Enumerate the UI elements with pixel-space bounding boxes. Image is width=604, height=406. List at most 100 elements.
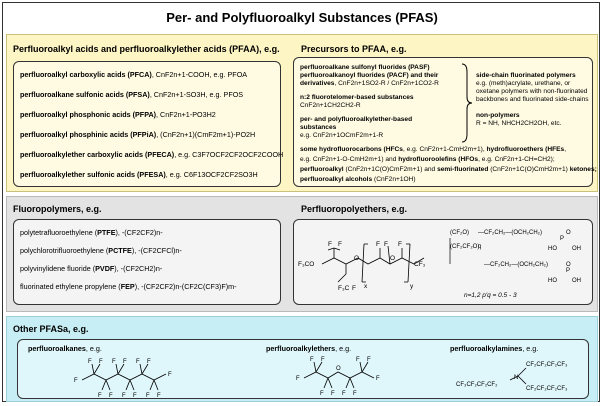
perfluoroalkylamine-structure: CF₂CF₂CF₂CF₃ N CF₃CF₂CF₂CF₂ CF₂CF₂CF₂CF₃ xyxy=(456,362,568,392)
fluoropolymers-heading: Fluoropolymers, e.g. xyxy=(13,204,102,214)
svg-text:CF₂CF₂CF₂CF₃: CF₂CF₂CF₂CF₃ xyxy=(526,386,568,392)
svg-text:O: O xyxy=(336,366,341,372)
svg-text:(CF₂O): (CF₂O) xyxy=(450,230,469,236)
other-pfas-box: perfluoroalkanes, e.g. perfluoroalkyleth… xyxy=(17,339,589,399)
svg-text:F: F xyxy=(321,357,325,363)
svg-text:F: F xyxy=(109,393,113,398)
svg-text:O: O xyxy=(566,230,571,236)
perfluoroalkanes-label: perfluoroalkanes, e.g. xyxy=(28,344,102,353)
side-chain-text-3: backbones and fluorinated side-chains xyxy=(476,96,589,103)
non-polymers-text: R = NH, NHCH2CH2OH, etc. xyxy=(476,120,562,127)
svg-text:F: F xyxy=(352,285,356,292)
curly-brace-icon xyxy=(461,63,473,143)
pfaa-item-pfesa: perfluoroalkylether sulfonic acids (PFES… xyxy=(20,170,258,179)
pfaa-item-pfpa: perfluoroalkyl phosphonic acids (PFPA), … xyxy=(20,110,216,119)
svg-text:F: F xyxy=(146,393,150,398)
fluoropolymer-ptfe: polytetrafluoroethylene (PTFE), -(CF2CF2… xyxy=(20,228,163,237)
precursor-ether-2: substances xyxy=(300,124,337,131)
page-title: Per- and Polyfluoroalkyl Substances (PFA… xyxy=(166,10,438,25)
pfaa-item-pfpia: perfluoroalkyl phosphinic acids (PFPiA),… xyxy=(20,130,256,139)
other-pfas-heading: Other PFASa, e.g. xyxy=(13,324,89,334)
svg-text:HO: HO xyxy=(548,278,557,284)
svg-text:P: P xyxy=(566,268,570,274)
svg-text:F: F xyxy=(147,359,151,365)
pfaa-item-pfsa: perfluoroalkane sulfonic acids (PFSA), C… xyxy=(20,90,244,99)
perfluoroalkylether-structure: F F F F O F F F F F F xyxy=(296,357,380,397)
precursor-ftb: n:2 fluorotelomer-based substances xyxy=(300,94,414,101)
fluoropolymer-band: Fluoropolymers, e.g. Perfluoropolyethers… xyxy=(6,196,598,312)
pfaa-box: perfluoroalkyl carboxylic acids (PFCA), … xyxy=(13,61,284,187)
precursor-ether-formula: e.g. CnF2n+1OCmF2m+1-R xyxy=(300,132,384,139)
precursor-line-hfo: e.g. CnF2n+1-O-CmH2m+1) and hydrofluoroo… xyxy=(300,156,555,163)
svg-text:(CF₂CF₂O): (CF₂CF₂O) xyxy=(450,244,479,250)
svg-text:N: N xyxy=(514,375,518,381)
svg-text:F: F xyxy=(112,359,116,365)
svg-text:F: F xyxy=(376,241,380,248)
side-chain-text-1: e.g. (meth)acrylate, urethane, or xyxy=(476,80,571,87)
svg-text:CF₂CF₂CF₂CF₃: CF₂CF₂CF₂CF₃ xyxy=(526,362,568,368)
pfaa-item-pfeca: perfluoroalkylether carboxylic acids (PF… xyxy=(20,150,284,159)
perfluoroalkylamines-label: perfluoroalkylamines, e.g. xyxy=(450,344,539,353)
pfpe-structure-2: (CF₂O) (CF₂CF₂O) —CF₂CH₂—(OCH₂CH₂) q —CF… xyxy=(449,230,581,284)
precursor-line-ketones: perfluoroalkyl (CnF2n+1C(O)CmF2m+1) and … xyxy=(300,166,597,173)
svg-text:F: F xyxy=(331,391,335,397)
svg-text:F: F xyxy=(320,391,324,397)
svg-text:F: F xyxy=(88,359,92,365)
pfaa-heading: Perfluoroalkyl acids and perfluoroalkyle… xyxy=(13,44,280,54)
svg-text:O: O xyxy=(354,255,359,262)
svg-text:F: F xyxy=(353,391,357,397)
precursor-pacf: perfluoroalkanoyl fluorides (PACF) and t… xyxy=(300,72,439,79)
fluoropolymers-box: polytetrafluoroethylene (PTFE), -(CF2CF2… xyxy=(13,219,281,305)
svg-text:F: F xyxy=(123,359,127,365)
svg-text:F: F xyxy=(367,357,371,363)
svg-text:F: F xyxy=(342,391,346,397)
pfpe-note: n=1,2 p'q = 0.5 - 3 xyxy=(464,292,517,299)
svg-text:—CF₂CH₂—(OCH₂CH₂): —CF₂CH₂—(OCH₂CH₂) xyxy=(478,230,542,236)
svg-text:x: x xyxy=(364,283,368,290)
precursors-heading: Precursors to PFAA, e.g. xyxy=(301,44,407,54)
svg-text:F: F xyxy=(376,376,380,382)
side-chain-title: side-chain fluorinated polymers xyxy=(476,72,576,79)
svg-text:F: F xyxy=(328,241,332,248)
precursor-pasf: perfluoroalkane sulfonyl fluorides (PASF… xyxy=(300,64,430,71)
svg-text:F: F xyxy=(398,241,402,248)
svg-text:F: F xyxy=(136,359,140,365)
non-polymers-title: non-polymers xyxy=(476,112,520,119)
precursor-pacf-formula: derivatives, CnF2n+1SO2-R / CnF2n+1CO2-R xyxy=(300,80,439,87)
svg-text:F: F xyxy=(296,376,300,382)
svg-text:HO: HO xyxy=(548,246,557,252)
svg-text:O: O xyxy=(390,255,395,262)
svg-text:F: F xyxy=(133,393,137,398)
fluoropolymer-pvdf: polyvinylidene fluoride (PVDF), -(CF2CH2… xyxy=(20,264,163,273)
pfaa-band: Perfluoroalkyl acids and perfluoroalkyle… xyxy=(6,34,598,192)
precursors-box: perfluoroalkane sulfonyl fluorides (PASF… xyxy=(293,57,597,187)
fluoropolymer-fep: fluorinated ethylene propylene (FEP), -(… xyxy=(20,282,237,291)
perfluoroalkylethers-label: perfluoroalkylethers, e.g. xyxy=(266,344,352,353)
svg-text:F₃CO: F₃CO xyxy=(298,261,314,268)
svg-text:O: O xyxy=(566,262,571,268)
svg-text:F: F xyxy=(356,357,360,363)
svg-text:F: F xyxy=(384,241,388,248)
svg-text:q: q xyxy=(478,244,481,250)
svg-text:CF₃: CF₃ xyxy=(414,261,426,268)
svg-text:OH: OH xyxy=(572,246,581,252)
svg-text:CF₃CF₂CF₂CF₂: CF₃CF₂CF₂CF₂ xyxy=(456,382,498,388)
pfpe-structure-1: F₃CO F F F₃C F O F F F O CF₃ x y xyxy=(298,241,426,292)
fluoropolymer-pctfe: polychlorotrifluoroethylene (PCTFE), -(C… xyxy=(20,246,182,255)
svg-text:F: F xyxy=(99,359,103,365)
svg-text:—CF₂CH₂—(OCH₂CH₂): —CF₂CH₂—(OCH₂CH₂) xyxy=(484,262,548,268)
other-pfas-band: Other PFASa, e.g. perfluoroalkanes, e.g.… xyxy=(6,316,598,402)
pfpe-box: F₃CO F F F₃C F O F F F O CF₃ x y (CF₂O) … xyxy=(293,219,593,305)
svg-text:F: F xyxy=(74,378,78,384)
svg-text:F₃C: F₃C xyxy=(338,285,350,292)
precursor-line-alcohols: perfluoroalkyl alcohols (CnF2n+1OH) xyxy=(300,176,416,183)
svg-text:F: F xyxy=(310,357,314,363)
svg-text:P: P xyxy=(560,236,564,242)
pfpe-heading: Perfluoropolyethers, e.g. xyxy=(301,204,408,214)
pfaa-item-pfca: perfluoroalkyl carboxylic acids (PFCA), … xyxy=(20,70,248,79)
side-chain-text-2: oxetane polymers with non-fluorinated xyxy=(476,88,588,95)
precursor-line-hfc: some hydrofluorocarbons (HFCs, e.g. CnF2… xyxy=(300,146,567,153)
precursor-ether: per- and polyfluoroalkylether-based xyxy=(300,116,413,123)
precursor-ftb-formula: CnF2n+1CH2CH2-R xyxy=(300,102,361,109)
